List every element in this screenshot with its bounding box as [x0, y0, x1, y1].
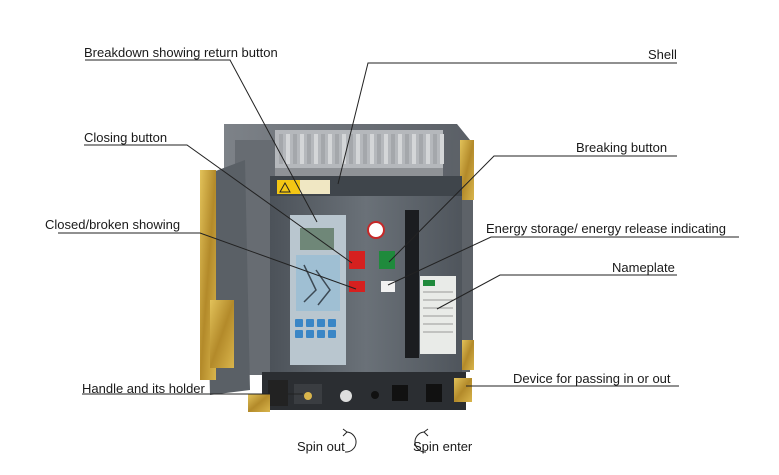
return-button-mark — [367, 221, 385, 239]
terminal-tooth — [342, 134, 346, 164]
label-nameplate: Nameplate — [612, 260, 675, 275]
keypad-key — [328, 330, 336, 338]
keypad-key — [306, 319, 314, 327]
handle — [405, 210, 419, 358]
energy-indicator-mark — [381, 281, 395, 292]
keypad-key — [295, 330, 303, 338]
terminal-tooth — [300, 134, 304, 164]
terminal-tooth — [356, 134, 360, 164]
terminal-tooth — [391, 134, 395, 164]
label-device-passing: Device for passing in or out — [513, 371, 671, 386]
closing-button-mark — [349, 251, 365, 269]
terminal-tooth — [370, 134, 374, 164]
leader-lines — [58, 59, 739, 395]
terminal-tooth — [384, 134, 388, 164]
terminal-tooth — [433, 134, 437, 164]
terminal-tooth — [412, 134, 416, 164]
terminal-tooth — [419, 134, 423, 164]
keypad-key — [295, 319, 303, 327]
terminal-tooth — [307, 134, 311, 164]
spin-out-arrow — [342, 428, 357, 453]
terminal-tooth — [440, 134, 444, 164]
keypad-key — [328, 319, 336, 327]
state-indicator-mark — [349, 281, 365, 292]
breaking-button-mark — [379, 251, 395, 269]
warning-label — [277, 180, 300, 194]
terminal-tooth — [398, 134, 402, 164]
keypad-key — [317, 319, 325, 327]
label-spin-out: Spin out — [297, 439, 345, 454]
terminal-tooth — [279, 134, 283, 164]
terminal-tooth — [377, 134, 381, 164]
label-energy-storage: Energy storage/ energy release indicatin… — [486, 221, 726, 236]
label-closed-broken: Closed/broken showing — [45, 217, 181, 232]
keypad-key — [306, 330, 314, 338]
right-rail — [460, 140, 474, 200]
terminal-tooth — [349, 134, 353, 164]
keypad — [295, 319, 336, 338]
terminal-tooth — [363, 134, 367, 164]
label-closing-button: Closing button — [84, 130, 168, 145]
terminal-tooth — [335, 134, 339, 164]
terminal-tooth — [293, 134, 297, 164]
terminal-tooth — [328, 134, 332, 164]
terminal-tooth — [405, 134, 409, 164]
nameplate-plate — [420, 276, 456, 354]
label-breaking-button: Breaking button — [576, 140, 668, 155]
label-handle-holder: Handle and its holder — [82, 381, 205, 396]
label-shell: Shell — [648, 47, 677, 62]
keypad-key — [317, 330, 325, 338]
terminal-tooth — [286, 134, 290, 164]
racking-base — [248, 372, 472, 412]
label-breakdown-return: Breakdown showing return button — [84, 45, 278, 60]
terminal-tooth — [321, 134, 325, 164]
label-spin-enter: Spin enter — [413, 439, 473, 454]
spin-enter-arrow — [414, 428, 429, 453]
terminal-tooth — [426, 134, 430, 164]
terminal-tooth — [314, 134, 318, 164]
top-terminals — [275, 130, 444, 176]
